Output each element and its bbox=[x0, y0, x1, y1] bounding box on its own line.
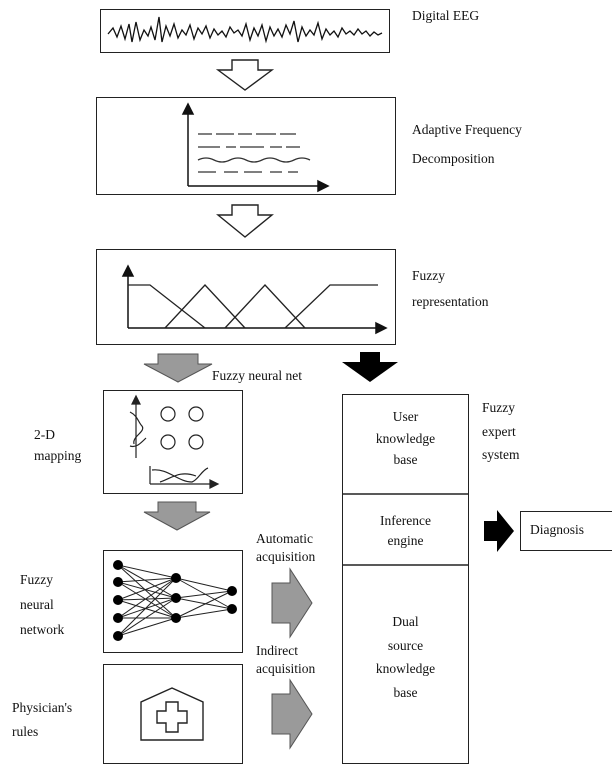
dual-source-knowledge-base-label: Dual source knowledge base bbox=[342, 610, 469, 705]
frequency-decomposition-box bbox=[96, 97, 396, 195]
diagnosis-box bbox=[520, 511, 612, 551]
gray-arrow-indirect bbox=[271, 678, 313, 750]
decomposition-plot bbox=[181, 102, 330, 193]
membership-functions bbox=[128, 284, 378, 329]
black-arrow-diagnosis bbox=[484, 510, 514, 552]
automatic-acquisition-label: Automatic acquisition bbox=[256, 530, 315, 566]
fuzzy-membership-plot bbox=[121, 264, 388, 335]
inference-engine-label: Inference engine bbox=[342, 511, 469, 552]
dual-kb-line1: Dual bbox=[392, 614, 419, 629]
medical-cross-icon bbox=[140, 687, 204, 741]
user-kb-line1: User bbox=[392, 409, 419, 424]
physician-rules-box bbox=[103, 664, 243, 764]
mapping-line1: 2-D bbox=[34, 427, 55, 442]
inference-line1: Inference bbox=[380, 513, 431, 528]
gray-arrow-network bbox=[143, 501, 211, 531]
user-kb-line2: knowledge bbox=[375, 430, 436, 446]
eeg-waveform bbox=[107, 16, 383, 44]
fuzzy-representation-box bbox=[96, 249, 396, 345]
physician-line1: Physician's bbox=[12, 700, 73, 715]
adaptive-frequency-line1: Adaptive Frequency bbox=[412, 122, 522, 137]
expert-line1: Fuzzy bbox=[482, 400, 515, 415]
fuzzy-expert-system-label: Fuzzy expert system bbox=[482, 396, 520, 467]
mapping-line2: mapping bbox=[34, 447, 82, 463]
adaptive-frequency-line2: Decomposition bbox=[412, 150, 495, 166]
fuzzy-representation-line1: Fuzzy bbox=[412, 268, 445, 283]
fuzzy-representation-line2: representation bbox=[412, 293, 489, 309]
mapping-label: 2-D mapping bbox=[34, 425, 81, 467]
user-kb-line3: base bbox=[393, 452, 418, 468]
inference-line2: engine bbox=[387, 533, 424, 549]
network-line3: network bbox=[20, 621, 65, 637]
gray-arrow-automatic bbox=[271, 567, 313, 639]
hollow-arrow-2 bbox=[216, 204, 274, 238]
adaptive-frequency-label: Adaptive Frequency Decomposition bbox=[412, 120, 522, 170]
fuzzy-neural-net-label: Fuzzy neural net bbox=[212, 368, 302, 383]
hollow-arrow-1 bbox=[215, 59, 275, 91]
mapping-drawing bbox=[129, 394, 220, 489]
dual-kb-line2: source bbox=[387, 637, 424, 653]
digital-eeg-box bbox=[100, 9, 390, 53]
indirect-line1: Indirect bbox=[256, 643, 298, 658]
diagnosis-label: Diagnosis bbox=[530, 522, 584, 537]
network-line1: Fuzzy bbox=[20, 572, 53, 587]
expert-line2: expert bbox=[482, 423, 516, 439]
indirect-acquisition-label: Indirect acquisition bbox=[256, 642, 315, 678]
gray-arrow-fnn bbox=[143, 353, 213, 383]
dual-kb-line3: knowledge bbox=[375, 661, 436, 677]
physician-line2: rules bbox=[12, 723, 39, 739]
neural-network-connections bbox=[117, 564, 233, 637]
automatic-line2: acquisition bbox=[256, 549, 316, 565]
frequency-bands bbox=[197, 133, 311, 173]
fuzzy-neural-network-label: Fuzzy neural network bbox=[20, 568, 64, 643]
black-arrow-expert bbox=[342, 352, 398, 382]
dual-kb-line4: base bbox=[393, 684, 418, 700]
physician-rules-label: Physician's rules bbox=[12, 696, 72, 743]
neural-network-nodes bbox=[113, 560, 237, 641]
expert-system-box bbox=[342, 394, 469, 764]
digital-eeg-label: Digital EEG bbox=[412, 8, 480, 23]
expert-line3: system bbox=[482, 447, 520, 463]
network-line2: neural bbox=[20, 596, 54, 612]
user-knowledge-base-label: User knowledge base bbox=[342, 406, 469, 471]
indirect-line2: acquisition bbox=[256, 661, 316, 677]
fuzzy-representation-label: Fuzzy representation bbox=[412, 266, 488, 313]
automatic-line1: Automatic bbox=[256, 531, 313, 546]
